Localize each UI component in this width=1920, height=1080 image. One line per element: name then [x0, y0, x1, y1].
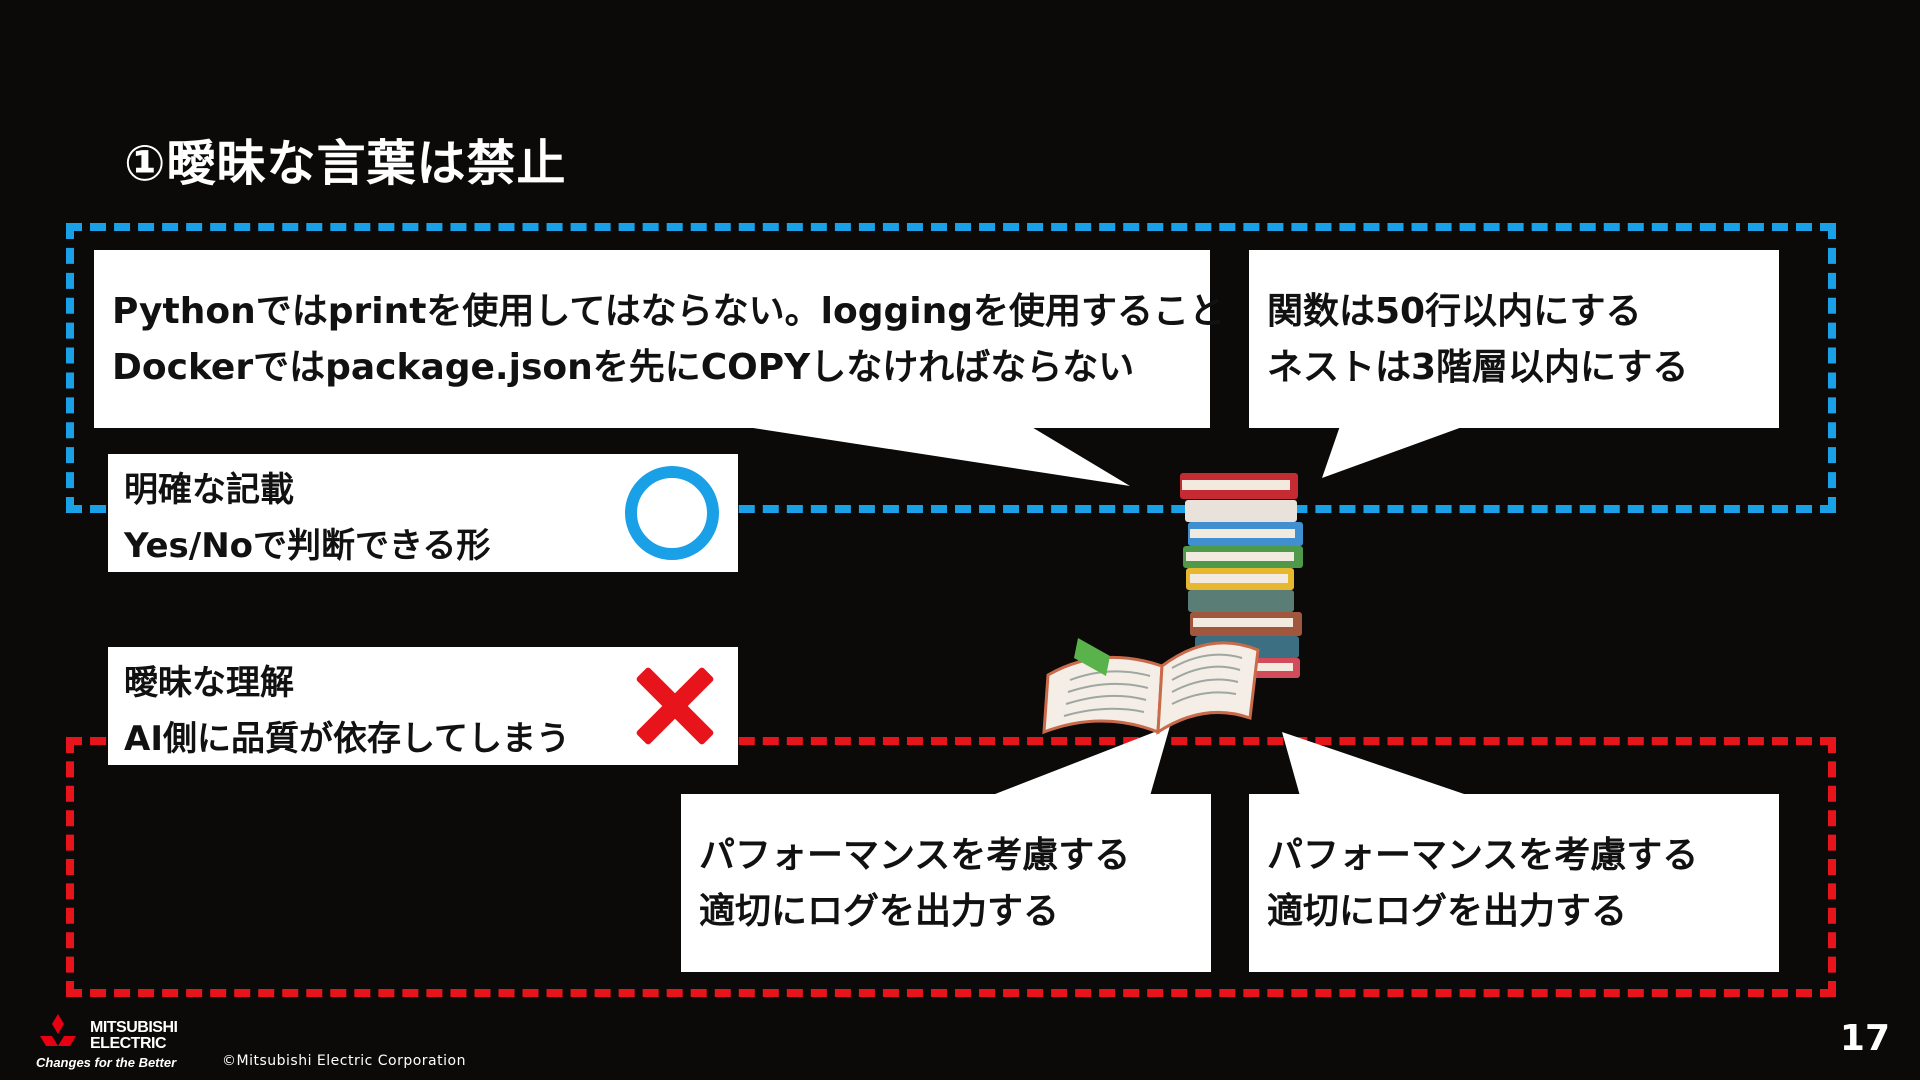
good-callout-left-line2: Dockerではpackage.jsonを先にCOPYしなければならない: [112, 347, 1135, 388]
bad-label-box: 曖昧な理解 AI側に品質が依存してしまう: [108, 647, 738, 765]
bad-label-line1: 曖昧な理解: [124, 663, 294, 703]
good-callout-left: Pythonではprintを使用してはならない。loggingを使用すること D…: [94, 250, 1225, 428]
good-examples-frame: [66, 223, 1836, 513]
page-number: 17: [1839, 1018, 1890, 1059]
cross-icon: [636, 667, 714, 745]
logo-wordmark-line2: ELECTRIC: [90, 1035, 167, 1052]
slide-title: ①曖昧な言葉は禁止: [124, 135, 567, 192]
bad-callout-right-line1: パフォーマンスを考慮する: [1267, 835, 1699, 876]
logo-tagline: Changes for the Better: [36, 1055, 177, 1070]
good-label-line2: Yes/Noで判断できる形: [124, 526, 491, 566]
mitsubishi-logo: [40, 1014, 76, 1046]
bad-callout-left-line1: パフォーマンスを考慮する: [699, 835, 1131, 876]
good-callout-right-line1: 関数は50行以内にする: [1267, 291, 1642, 332]
bad-callout-left: パフォーマンスを考慮する 適切にログを出力する: [681, 794, 1211, 972]
logo-wordmark-line1: MITSUBISHI: [90, 1019, 178, 1036]
bad-callout-left-line2: 適切にログを出力する: [699, 891, 1060, 932]
logo-wordmark: MITSUBISHI ELECTRIC: [90, 1019, 178, 1052]
books-stack-illustration: [1042, 473, 1303, 735]
bad-examples-frame: [66, 737, 1836, 997]
bad-callout-right: パフォーマンスを考慮する 適切にログを出力する: [1249, 794, 1779, 972]
bad-label-line2: AI側に品質が依存してしまう: [124, 719, 570, 759]
bad-callout-right-line2: 適切にログを出力する: [1267, 891, 1628, 932]
good-label-line1: 明確な記載: [124, 470, 294, 510]
copyright: ©Mitsubishi Electric Corporation: [222, 1053, 466, 1069]
good-label-box: 明確な記載 Yes/Noで判断できる形: [108, 454, 738, 572]
good-callout-right: 関数は50行以内にする ネストは3階層以内にする: [1249, 250, 1779, 428]
circle-icon: [625, 466, 719, 560]
good-callout-left-line1: Pythonではprintを使用してはならない。loggingを使用すること: [112, 291, 1225, 332]
good-callout-right-line2: ネストは3階層以内にする: [1267, 347, 1689, 388]
